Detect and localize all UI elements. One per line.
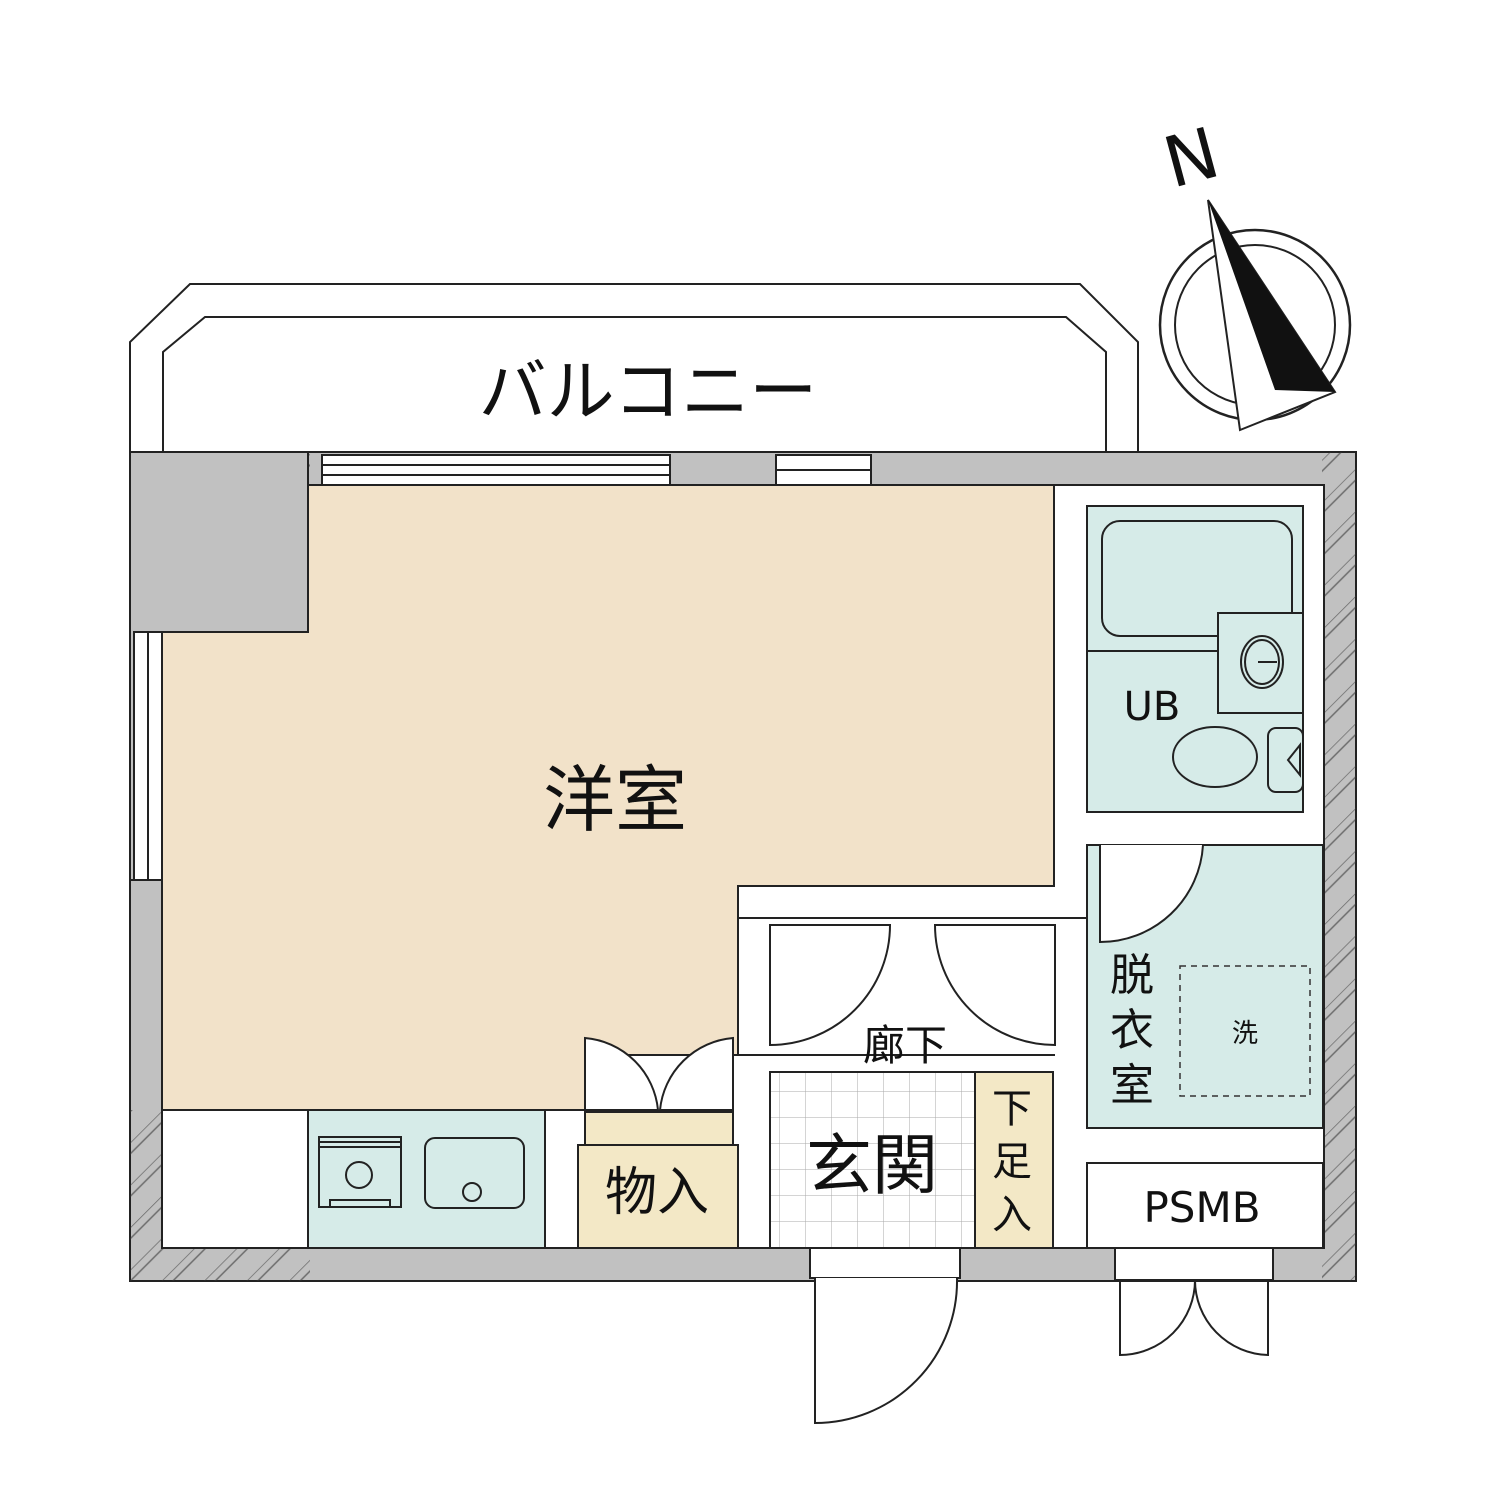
balcony-window[interactable] [321, 454, 671, 486]
psmb-label: PSMB [1143, 1183, 1260, 1232]
front-door[interactable] [809, 1247, 961, 1425]
door-swing[interactable] [1099, 844, 1204, 944]
stove-icon [318, 1136, 402, 1208]
western-room-label: 洋室 [543, 758, 687, 842]
door-swing[interactable] [769, 924, 892, 1047]
sink-icon [424, 1137, 525, 1209]
unit-bath: UB [1086, 505, 1304, 813]
north-label: N [1156, 112, 1228, 205]
hallway: 廊下 [738, 917, 1087, 1070]
door-swing[interactable] [584, 1036, 660, 1111]
storage: 物入 [577, 1036, 739, 1249]
storage-label: 物入 [605, 1163, 709, 1223]
door-swing[interactable] [1119, 1279, 1196, 1357]
toilet-icon [1172, 726, 1304, 793]
balcony-label: バルコニー [479, 353, 818, 432]
kitchen [307, 1109, 546, 1249]
bathtub-icon [1101, 520, 1293, 637]
hallway-label: 廊下 [863, 1021, 947, 1070]
shoe-cabinet-label: 入 [992, 1192, 1032, 1238]
western-room: 洋室 [129, 451, 1055, 1111]
entrance-label: 玄関 [806, 1127, 938, 1204]
dressing-room-label: 室 [1110, 1060, 1154, 1111]
shoe-cabinet-label: 足 [992, 1139, 1032, 1185]
dressing-room-label: 衣 [1110, 1005, 1154, 1056]
ps-mb: PSMB [1086, 1162, 1324, 1357]
door-swing[interactable] [933, 924, 1056, 1047]
dressing-room: 洗 脱 衣 室 [1086, 844, 1324, 1129]
small-window[interactable] [775, 454, 872, 486]
side-window[interactable] [133, 631, 163, 881]
door-swing[interactable] [658, 1036, 734, 1111]
door-swing[interactable] [1194, 1279, 1269, 1357]
washer-space [1179, 965, 1311, 1097]
balcony: バルコニー [129, 283, 1139, 452]
dressing-room-label: 脱 [1110, 950, 1154, 1001]
shoe-cabinet [974, 1071, 1054, 1249]
north-compass-icon: N [1156, 112, 1352, 432]
shoe-cabinet-label: 下 [992, 1086, 1032, 1132]
unit-bath-label: UB [1124, 684, 1181, 730]
washer-label: 洗 [1232, 1019, 1258, 1049]
entrance: 玄関 下 足 入 [769, 1071, 1054, 1249]
